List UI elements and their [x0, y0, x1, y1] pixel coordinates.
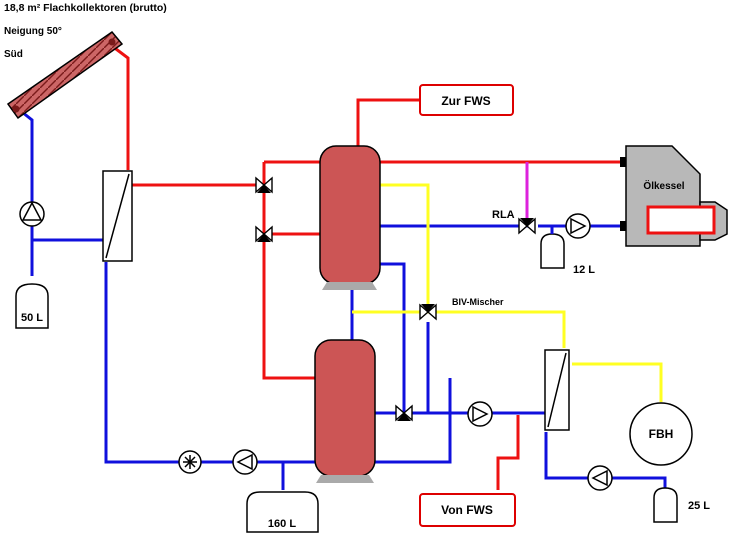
boiler-expansion-label: 12 L [573, 264, 595, 276]
boiler-port [620, 157, 626, 167]
to-fws-box [419, 84, 514, 116]
solar-expansion-vessel [15, 283, 49, 329]
from-fws-label: Von FWS [441, 503, 493, 517]
orientation-label: Süd [4, 49, 23, 60]
fbh-heat-exchanger [544, 349, 570, 431]
bottom-loop-pump [232, 449, 258, 475]
fbh-label: FBH [649, 427, 674, 441]
oil-boiler [625, 145, 728, 247]
solar-heat-exchanger [102, 170, 133, 262]
large-expansion-vessel [246, 491, 319, 533]
three-way-valve-icon [255, 225, 273, 243]
fbh-expansion-label: 25 L [688, 500, 710, 512]
hot-pipes [111, 44, 622, 490]
from-fws-box [419, 493, 516, 527]
biv-loop-pump [467, 401, 493, 427]
return-valve-icon [395, 404, 413, 422]
biv-mixer-label: BIV-Mischer [452, 297, 504, 307]
to-fws-label: Zur FWS [441, 94, 490, 108]
boiler-expansion-vessel [540, 226, 565, 269]
lower-storage-tank [314, 339, 376, 483]
rla-label: RLA [492, 209, 515, 221]
three-way-valve-icon [255, 176, 273, 194]
upper-storage-tank [319, 145, 381, 290]
solar-circuit-pump [19, 201, 45, 227]
rla-valve-icon [518, 217, 536, 235]
solar-expansion-label: 50 L [21, 312, 43, 324]
tilt-label: Neigung 50° [4, 26, 62, 37]
fbh-return-pump [587, 465, 613, 491]
large-vessel-label: 160 L [268, 518, 296, 530]
solar-collector [6, 30, 124, 120]
fbh-expansion-vessel [653, 487, 678, 523]
floor-heating-unit [629, 402, 693, 466]
collector-title: 18,8 m² Flachkollektoren (brutto) [4, 2, 167, 14]
biv-mixer-valve-icon [419, 303, 437, 321]
flow-meter-icon [178, 450, 202, 474]
boiler-label: Ölkessel [643, 179, 684, 192]
boiler-port [620, 221, 626, 231]
boiler-pump [565, 213, 591, 239]
